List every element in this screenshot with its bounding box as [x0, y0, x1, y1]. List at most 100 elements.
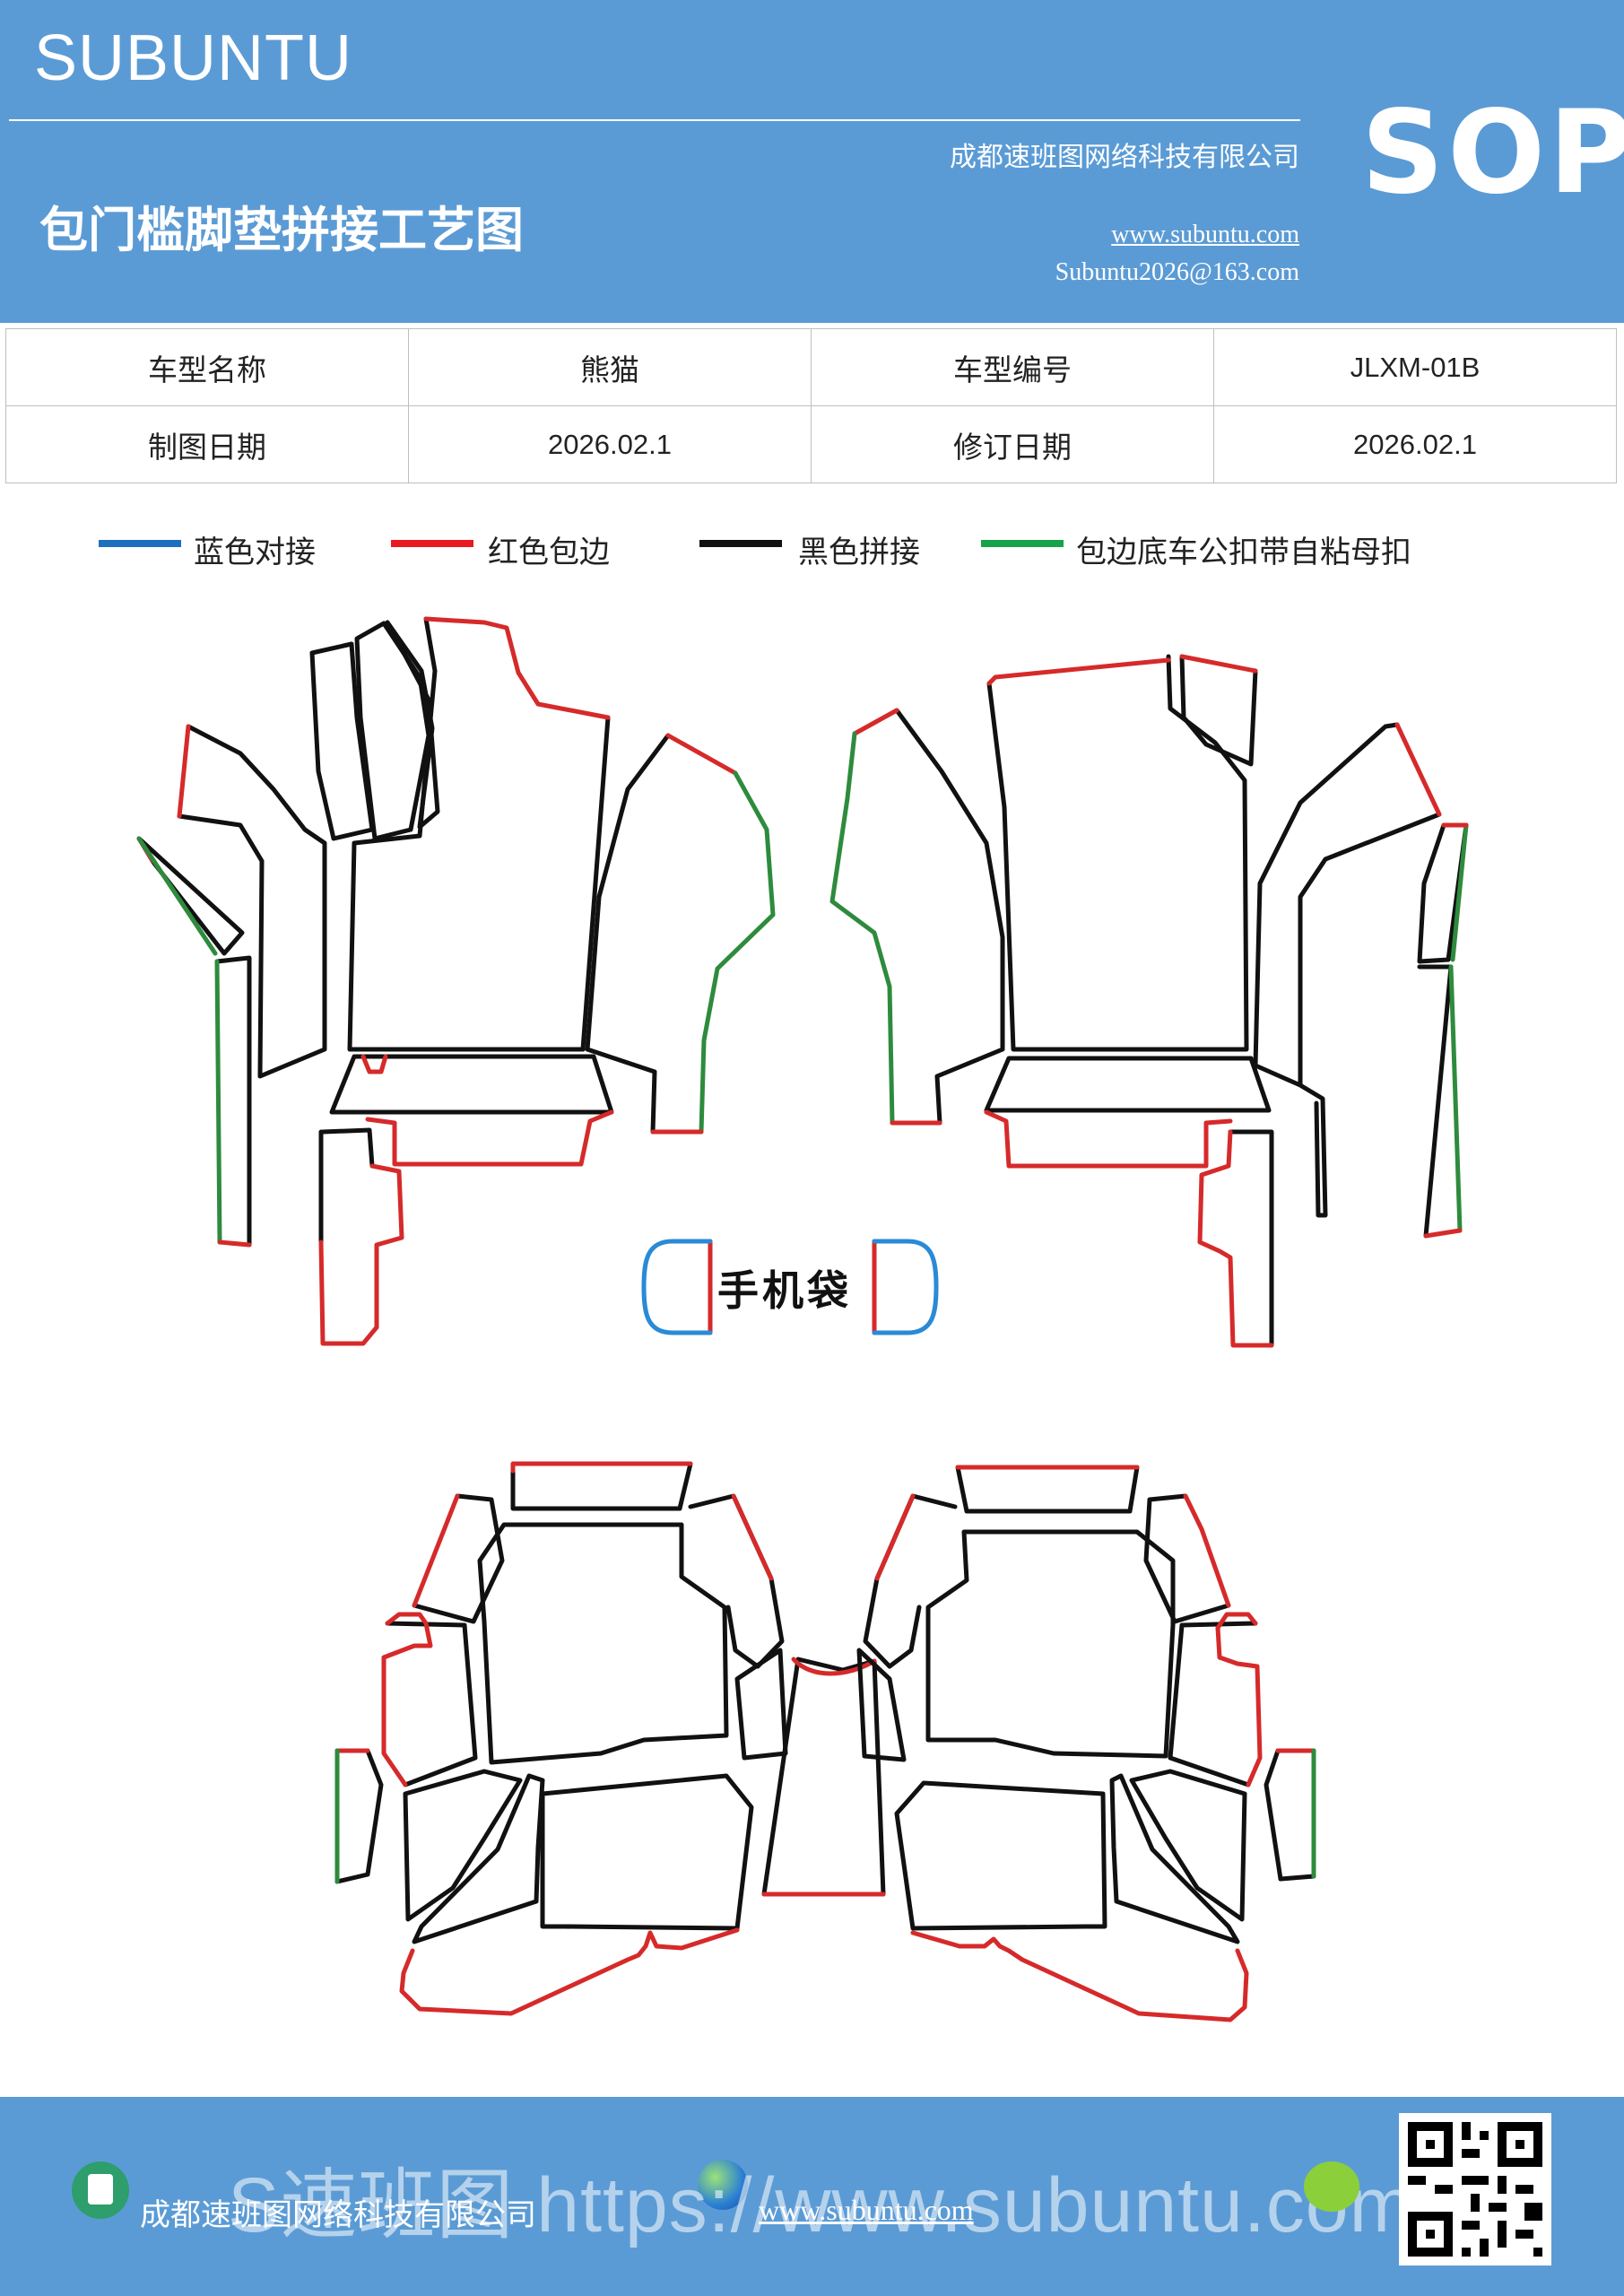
rear-left-upper-outer [412, 1493, 505, 1624]
phone-pocket-label: 手机袋 [717, 1266, 852, 1315]
rear-left-main-panel [477, 1522, 729, 1765]
front-right-lower-block [1228, 1129, 1274, 1348]
rear-right-upper-outer-red [1183, 1493, 1231, 1608]
phone-pocket-right-blue [872, 1239, 939, 1335]
front-left-lower-block-red [318, 1163, 404, 1346]
sop-badge: SOP [1361, 86, 1624, 220]
phone-pocket-left-blue [641, 1239, 713, 1335]
footer-company-name: 成都速班图网络科技有限公司 [140, 2197, 536, 2233]
front-left-thin-strip-2 [354, 621, 431, 841]
front-left-strip-upper-green [136, 836, 218, 956]
model-code-label: 车型编号 [811, 328, 1214, 406]
front-right-side-panel-red [1394, 722, 1442, 817]
rear-left-wheel-arch-red [731, 1493, 774, 1581]
rear-right-wheel-arch-red [874, 1493, 916, 1581]
rear-left-upper-outer-red [412, 1493, 460, 1608]
model-code-value: JLXM-01B [1213, 328, 1617, 406]
front-left-arch-green [699, 770, 776, 1135]
rear-right-upper-outer [1143, 1493, 1231, 1624]
front-right-arch-panel [894, 708, 1005, 1126]
rear-right-main-panel [925, 1529, 1176, 1759]
front-right-arch-red-top [852, 708, 899, 736]
header-divider [9, 119, 1300, 121]
front-right-strip-lower-red [1423, 1228, 1463, 1239]
qr-code-pattern [1399, 2113, 1551, 2266]
front-right-strip-upper-green [1450, 822, 1469, 962]
front-right-side-panel-tail [1298, 1083, 1328, 1218]
front-left-bottom-notch [360, 1054, 388, 1074]
brand-logo-text: SUBUNTU [34, 22, 353, 94]
legend-label: 蓝色对接 [194, 535, 316, 570]
front-right-lower-block-red [1197, 1129, 1274, 1348]
front-right-corner-red [1179, 654, 1258, 674]
rear-center-tunnel-red-top [791, 1657, 877, 1676]
rear-right-floor-panel [1129, 1769, 1247, 1922]
table-row: 制图日期 2026.02.1 修订日期 2026.02.1 [5, 405, 1617, 483]
rear-left-middle-outer-red [381, 1612, 433, 1787]
front-left-strip-lower-green [214, 959, 222, 1245]
header-email[interactable]: Subuntu2026@163.com [1055, 258, 1299, 286]
legend-swatch-black [699, 540, 782, 547]
front-left-strip-lower [214, 955, 252, 1248]
revise-date-value: 2026.02.1 [1213, 405, 1617, 483]
footer-watermark: S速班图 https://www.subuntu.com [228, 2162, 1415, 2248]
rear-left-floor-red [399, 1927, 740, 2016]
qr-code[interactable] [1399, 2113, 1551, 2266]
rear-left-top-bar [510, 1461, 693, 1511]
rear-left-strip-tunnel [734, 1648, 788, 1761]
front-right-bottom-band [984, 1056, 1272, 1113]
front-left-strip-upper [136, 836, 245, 956]
rear-right-side-tab [1264, 1748, 1316, 1882]
front-right-strip-lower [1417, 964, 1454, 1239]
rear-right-floor-red [910, 1930, 1249, 2022]
rear-right-floor-main [894, 1780, 1107, 1931]
front-left-side-panel [177, 724, 327, 1079]
rear-right-top-bar [955, 1465, 1140, 1514]
legend-swatch-red [391, 540, 473, 547]
legend-label: 黑色拼接 [798, 535, 920, 570]
front-left-bottom-band [329, 1054, 614, 1115]
front-right-side-panel [1253, 722, 1442, 1088]
model-name-label: 车型名称 [5, 328, 409, 406]
wechat-icon [1304, 2161, 1359, 2212]
rear-left-wheel-arch [688, 1493, 785, 1669]
footer-website-link[interactable]: www.subuntu.com [759, 2194, 974, 2226]
rear-left-side-tab [334, 1748, 384, 1884]
front-left-arch-red-top [665, 733, 738, 776]
legend-swatch-blue [99, 540, 181, 547]
front-right-main-panel [986, 654, 1249, 1052]
legend-swatch-green [981, 540, 1064, 547]
model-info-table: 车型名称 熊猫 车型编号 JLXM-01B 制图日期 2026.02.1 修订日… [5, 328, 1617, 483]
front-left-main-panel [347, 616, 611, 1052]
header-company-name: 成都速班图网络科技有限公司 [950, 142, 1299, 173]
front-left-strip-lower-red [217, 1239, 252, 1248]
front-right-corner-piece [1179, 654, 1258, 767]
document-title: 包门槛脚垫拼接工艺图 [39, 202, 524, 258]
table-row: 车型名称 熊猫 车型编号 JLXM-01B [5, 328, 1617, 406]
rear-right-middle-outer-red [1215, 1612, 1263, 1787]
front-right-strip-lower-green [1448, 964, 1463, 1233]
header-website-link[interactable]: www.subuntu.com [1111, 221, 1299, 248]
rear-right-floor-panel-2 [1109, 1773, 1240, 1944]
front-right-main-panel-red [986, 657, 1171, 686]
legend-label: 包边底车公扣带自粘母扣 [1076, 535, 1411, 570]
page-header [0, 0, 1624, 323]
model-name-value: 熊猫 [408, 328, 812, 406]
front-left-bottom-red [365, 1109, 614, 1167]
rear-left-floor-panel [403, 1769, 523, 1922]
rear-right-strip-tunnel [856, 1648, 907, 1762]
globe-icon [698, 2160, 748, 2210]
draw-date-label: 制图日期 [5, 405, 409, 483]
rear-right-wheel-arch [863, 1493, 958, 1669]
rear-left-floor-panel-2 [412, 1773, 545, 1944]
rear-left-top-bar-red [510, 1461, 693, 1474]
draw-date-value: 2026.02.1 [408, 405, 812, 483]
mat-splice-diagram [136, 616, 1469, 2022]
front-left-arch-panel [585, 733, 671, 1135]
front-right-bottom-red [984, 1109, 1233, 1169]
revise-date-label: 修订日期 [811, 405, 1214, 483]
front-left-main-panel-red [423, 616, 611, 720]
front-left-lower-block [318, 1127, 375, 1245]
rear-center-tunnel [761, 1657, 886, 1897]
building-icon [72, 2161, 129, 2219]
